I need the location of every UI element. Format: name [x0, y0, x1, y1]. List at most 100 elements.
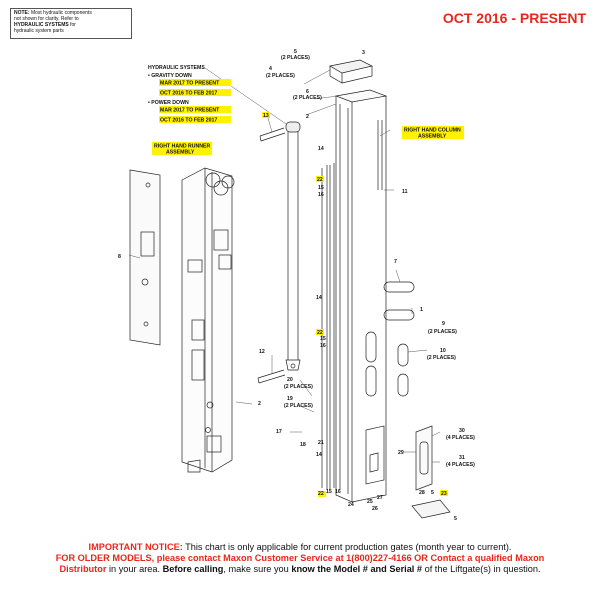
- part-5-lower-label: 5: [454, 516, 457, 522]
- date-range-title: OCT 2016 - PRESENT: [442, 10, 586, 26]
- older-models-text: FOR OLDER MODELS, please contact Maxon C…: [55, 553, 545, 563]
- slot-pad-4: [397, 373, 409, 397]
- part-13-label: 13: [263, 113, 269, 119]
- bracket-slot: [419, 441, 429, 475]
- column-inner-channel: [339, 104, 349, 494]
- gravity-down-date-2: OCT 2016 TO FEB 2017: [160, 91, 217, 97]
- runner-hole-1: [206, 401, 214, 409]
- part-16-mid-label: 16: [320, 343, 326, 349]
- plate-hole-top: [145, 182, 151, 188]
- plate-hole-mid: [141, 278, 149, 286]
- power-down-date-2: OCT 2016 TO FEB 2017: [160, 118, 217, 124]
- part-20-label: 20: [287, 377, 293, 383]
- rh-runner-label-1: RIGHT HAND RUNNER: [154, 144, 210, 150]
- slot-pad-upper: [383, 281, 415, 293]
- note-bold: HYDRAULIC SYSTEMS: [14, 22, 69, 28]
- column-lower-detail: [369, 452, 379, 473]
- part-25-label: 25: [367, 499, 373, 505]
- runner-foot: [187, 459, 201, 473]
- footer-notice: IMPORTANT NOTICE: This chart is only app…: [0, 542, 600, 575]
- part-19-label: 19: [287, 396, 293, 402]
- power-down-date-1: MAR 2017 TO PRESENT: [160, 108, 220, 114]
- gravity-down-label: • GRAVITY DOWN: [148, 73, 192, 79]
- runner-block-1: [213, 229, 229, 251]
- distributor-text: Distributor: [59, 564, 107, 574]
- part-21-label: 21: [318, 440, 324, 446]
- runner-back-plate: [129, 169, 161, 346]
- part-2-top-label: 2: [306, 114, 309, 120]
- power-down-label: • POWER DOWN: [148, 100, 189, 106]
- part-23-label: 23: [441, 491, 447, 497]
- gravity-down-date-1: MAR 2017 TO PRESENT: [160, 81, 220, 87]
- note-prefix: NOTE:: [14, 10, 30, 16]
- top-cap-side: [329, 66, 373, 84]
- part-17-label: 17: [276, 429, 282, 435]
- part-6-places: (2 PLACES): [293, 95, 322, 101]
- part-31-label: 31: [459, 455, 465, 461]
- before-calling-text: Before calling: [162, 564, 224, 574]
- part-8-label: 8: [118, 254, 121, 260]
- column-slot: [377, 120, 383, 190]
- inner-rail-right: [329, 163, 335, 490]
- part-22-top-label: 22: [317, 177, 323, 183]
- part-16-top-label: 16: [318, 192, 324, 198]
- plate-hole-bottom: [143, 321, 149, 327]
- part-4-places: (2 PLACES): [266, 73, 295, 79]
- part-20-places: (2 PLACES): [284, 384, 313, 390]
- part-4-label: 4: [269, 66, 272, 72]
- hydraulic-cylinder-pin-hole: [290, 363, 296, 369]
- part-31-places: (4 PLACES): [446, 462, 475, 468]
- part-11-label: 11: [402, 189, 408, 195]
- note-line2: not shown for clarity. Refer to: [14, 16, 79, 22]
- slot-pad-3: [397, 343, 409, 367]
- column-body: [335, 96, 387, 503]
- hydraulic-systems-title: HYDRAULIC SYSTEMS: [148, 65, 205, 71]
- part-12-label: 12: [259, 349, 265, 355]
- slot-pad-lower: [383, 309, 415, 321]
- hydraulic-cylinder-end: [285, 359, 301, 371]
- part-27-label: 27: [377, 495, 383, 501]
- part-16-bottom-label: 16: [335, 489, 341, 495]
- part-22-bottom-label: 22: [318, 491, 324, 497]
- rh-column-label-1: RIGHT HAND COLUMN: [404, 128, 461, 134]
- important-notice-text: This chart is only applicable for curren…: [185, 542, 512, 552]
- part-6-label: 6: [306, 89, 309, 95]
- note-box: NOTE: Most hydraulic components not show…: [10, 8, 132, 39]
- important-notice-label: IMPORTANT NOTICE:: [88, 542, 183, 552]
- column-bottom-bracket: [365, 425, 385, 485]
- part-1-label: 1: [420, 307, 423, 313]
- part-9-label: 9: [442, 321, 445, 327]
- part-22-mid-label: 22: [317, 330, 323, 336]
- rh-column-label-2: ASSEMBLY: [418, 134, 447, 140]
- slot-pad-2: [365, 365, 377, 397]
- hydraulic-cylinder-body: [287, 132, 299, 360]
- part-10-places: (2 PLACES): [427, 355, 456, 361]
- leader-lines: [128, 67, 441, 463]
- part-7-label: 7: [394, 259, 397, 265]
- part-26-label: 26: [372, 506, 378, 512]
- part-19-places: (2 PLACES): [284, 403, 313, 409]
- pin-12: [257, 369, 286, 384]
- runner-face: [204, 168, 213, 472]
- part-15-mid-label: 15: [320, 336, 326, 342]
- part-14-bottom-label: 14: [316, 452, 322, 458]
- inner-rail-left: [321, 165, 328, 490]
- runner-hole-2: [205, 427, 211, 433]
- rh-runner-label-2: ASSEMBLY: [166, 150, 195, 156]
- note-line4: hydraulic system parts: [14, 28, 64, 34]
- part-2-mid-label: 2: [258, 401, 261, 407]
- pin-13: [259, 127, 286, 142]
- runner-block-5: [191, 349, 205, 381]
- note-line3: for: [70, 22, 76, 28]
- part-5-top-label: 5: [294, 49, 297, 55]
- runner-roller-3: [221, 175, 235, 189]
- part-14-mid-label: 14: [316, 295, 322, 301]
- runner-block-3: [187, 259, 203, 273]
- bottom-plate: [411, 499, 451, 519]
- part-5-bottom-label: 5: [431, 490, 434, 496]
- runner-bottom-block: [206, 435, 222, 453]
- runner-roller-1: [205, 172, 221, 188]
- runner-block-2: [218, 254, 232, 270]
- part-9-places: (2 PLACES): [428, 329, 457, 335]
- top-cap: [329, 59, 374, 74]
